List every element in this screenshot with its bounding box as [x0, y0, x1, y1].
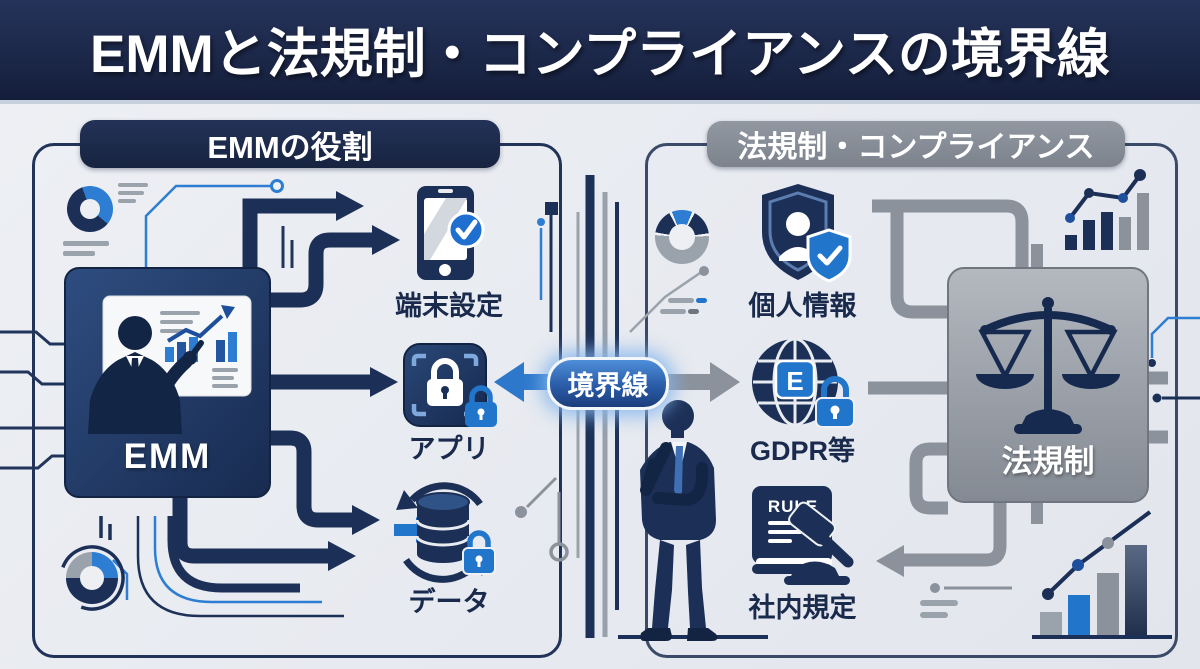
shield-user-icon [762, 184, 852, 283]
database-lock-icon [394, 482, 496, 583]
boundary-left-arrow [494, 362, 552, 402]
bar-chart-top-right [1065, 169, 1149, 250]
label-apps: アプリ [408, 434, 490, 464]
presenter-figure-icon [88, 316, 204, 434]
emm-box-label: EMM [123, 437, 212, 476]
circuit-bottom-left [59, 516, 344, 618]
rulebook-gavel-icon: RULE [752, 486, 854, 585]
compliance-panel-header: 法規制・コンプライアンス [707, 121, 1125, 167]
emm-panel-header-label: EMMの役割 [207, 129, 373, 165]
boundary-right-arrow [660, 362, 740, 402]
label-data: データ [408, 587, 490, 617]
boundary-badge-label: 境界線 [567, 371, 649, 401]
emm-panel-header: EMMの役割 [80, 120, 500, 168]
emm-arrowheads [328, 191, 400, 571]
page-title: EMMと法規制・コンプライアンスの境界線 [90, 25, 1110, 84]
circuit-right-panel [629, 266, 1200, 618]
emm-box [64, 267, 271, 498]
label-device-settings: 端末設定 [395, 291, 503, 321]
bar-chart-bottom-right [1032, 510, 1172, 639]
circuit-traces-left [0, 226, 294, 470]
pipe-arrowhead-left [876, 545, 904, 577]
compliance-panel-header-label: 法規制・コンプライアンス [737, 131, 1095, 164]
title-bar: EMMと法規制・コンプライアンスの境界線 [0, 0, 1200, 104]
compliance-pipes [868, 199, 1168, 567]
globe-lock-icon: E [752, 337, 855, 428]
globe-badge-letter: E [786, 366, 803, 396]
donut-chart-top-left [67, 186, 113, 232]
app-lock-icon [403, 343, 497, 427]
label-personal-info: 個人情報 [748, 291, 857, 321]
scales-icon [976, 297, 1120, 434]
emm-arrows [172, 198, 372, 564]
businessman-figure [618, 400, 768, 641]
circuit-mid-divider [515, 202, 569, 562]
label-gdpr: GDPR等 [749, 436, 855, 466]
donut-chart-bottom-left [66, 552, 118, 604]
donut-chart-right-panel [655, 210, 709, 264]
circuit-trace-blue [63, 179, 284, 268]
label-internal-rules: 社内規定 [748, 593, 857, 623]
law-box-label: 法規制 [1001, 444, 1095, 479]
boundary-badge: 境界線 [547, 357, 669, 410]
phone-check-icon [417, 186, 485, 280]
law-box [947, 267, 1149, 503]
